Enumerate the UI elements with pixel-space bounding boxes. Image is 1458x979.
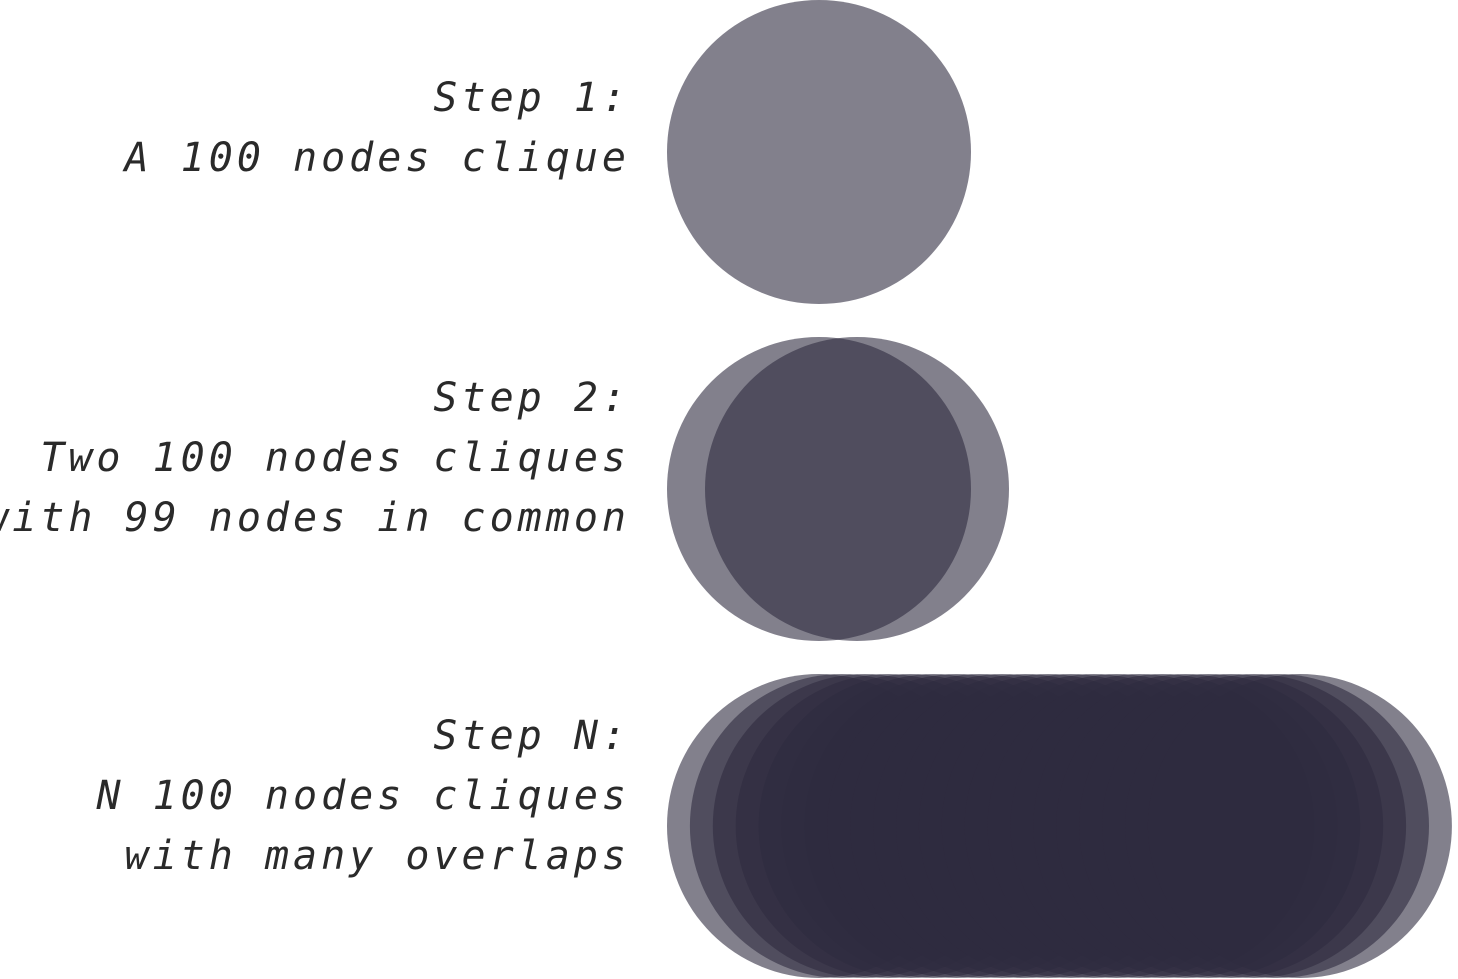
step-2-circles <box>667 337 1009 641</box>
step-n: Step N: N 100 nodes cliques with many ov… <box>0 670 1458 979</box>
clique-circle <box>667 0 971 304</box>
step-1: Step 1: A 100 nodes clique <box>0 0 1458 310</box>
step-n-label: Step N: N 100 nodes cliques with many ov… <box>96 706 630 886</box>
step-n-description-line-2: with many overlaps <box>124 833 630 879</box>
step-1-title: Step 1: <box>433 75 630 121</box>
step-1-description-line-1: A 100 nodes clique <box>124 135 630 181</box>
step-1-circles <box>667 0 971 304</box>
step-n-title: Step N: <box>433 713 630 759</box>
step-1-label: Step 1: A 100 nodes clique <box>125 68 630 188</box>
step-2-description-line-1: Two 100 nodes cliques <box>40 435 630 481</box>
step-n-description-line-1: N 100 nodes cliques <box>96 773 630 819</box>
step-2: Step 2: Two 100 nodes cliques with 99 no… <box>0 330 1458 650</box>
step-2-title: Step 2: <box>433 375 630 421</box>
step-2-label: Step 2: Two 100 nodes cliques with 99 no… <box>0 368 630 548</box>
step-2-description-line-2: with 99 nodes in common <box>0 495 630 541</box>
step-n-circles <box>667 674 1452 978</box>
clique-circle <box>705 337 1009 641</box>
clique-circle <box>1147 674 1452 978</box>
